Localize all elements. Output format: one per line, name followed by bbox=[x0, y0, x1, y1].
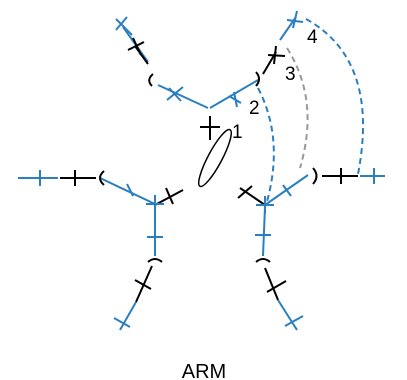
arm-segment bbox=[99, 177, 156, 205]
arm-segment bbox=[262, 206, 266, 257]
bracket-marker bbox=[312, 167, 318, 185]
left-arm bbox=[18, 170, 156, 205]
diagram-caption: ARM bbox=[182, 361, 226, 380]
arm-segment bbox=[239, 187, 266, 206]
arm-segment bbox=[154, 189, 184, 206]
arm-segment bbox=[264, 267, 279, 301]
center-ellipse bbox=[198, 128, 232, 188]
connector-gray-3 bbox=[286, 47, 309, 169]
label-2: 2 bbox=[249, 98, 260, 119]
bracket-marker bbox=[255, 258, 271, 263]
arm-segment bbox=[277, 299, 298, 331]
cross-marker bbox=[134, 279, 152, 290]
connectors bbox=[257, 18, 365, 206]
bracket-marker bbox=[99, 170, 105, 186]
connector-blue-2 bbox=[257, 87, 275, 206]
cross-marker bbox=[126, 183, 134, 197]
arm-segment bbox=[119, 301, 137, 331]
label-1: 1 bbox=[232, 122, 243, 143]
cross-marker bbox=[237, 185, 253, 199]
lower-left-arm bbox=[113, 187, 184, 331]
center-element bbox=[198, 116, 232, 188]
center-cross bbox=[200, 116, 220, 140]
upper-right-arm bbox=[209, 10, 304, 109]
cross-marker bbox=[166, 86, 184, 102]
arm-segment bbox=[157, 84, 209, 109]
cross-marker bbox=[113, 317, 131, 328]
cross-marker bbox=[267, 45, 286, 65]
cross-marker bbox=[286, 10, 304, 29]
cross-marker bbox=[165, 187, 174, 205]
cross-marker bbox=[228, 91, 242, 108]
cross-marker bbox=[284, 315, 304, 327]
lower-right-arm bbox=[237, 167, 385, 331]
cross-marker bbox=[282, 184, 292, 197]
cross-marker bbox=[115, 16, 133, 36]
bracket-marker bbox=[255, 71, 260, 87]
bracket-marker bbox=[148, 73, 154, 87]
bracket-marker bbox=[147, 258, 163, 263]
cross-marker bbox=[127, 37, 145, 56]
cross-marker bbox=[266, 280, 287, 293]
upper-left-arm bbox=[115, 16, 209, 109]
label-4: 4 bbox=[307, 27, 318, 48]
label-3: 3 bbox=[285, 64, 296, 85]
